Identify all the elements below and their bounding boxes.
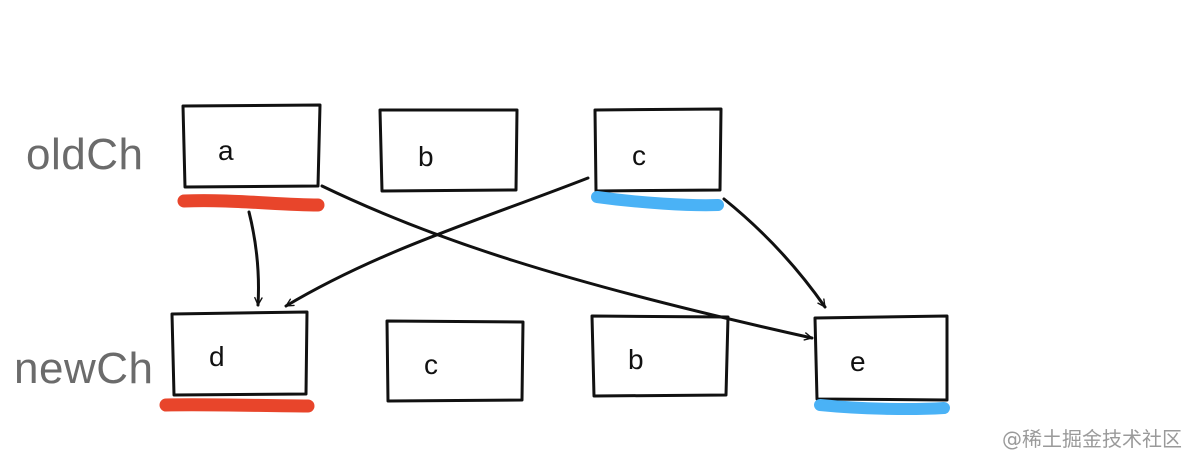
new-node-c: c — [385, 319, 525, 403]
edge-old-c-to-new-d — [284, 176, 590, 308]
blue-marker — [814, 399, 950, 415]
watermark: @稀土掘金技术社区 — [1002, 427, 1182, 451]
edge-old-a-to-new-e — [320, 184, 814, 341]
blue-marker — [591, 191, 724, 212]
oldch-row-label: oldCh — [26, 130, 144, 179]
node-label: d — [209, 341, 225, 372]
node-box — [813, 314, 949, 402]
new-node-b: b — [590, 314, 730, 398]
edge-old-a-to-new-d — [247, 210, 263, 307]
edge-old-c-to-new-e — [722, 197, 827, 309]
new-node-e: e — [813, 314, 950, 415]
old-node-a: a — [177, 103, 325, 212]
old-node-b: b — [378, 108, 519, 193]
node-box — [170, 310, 309, 397]
newch-row-label: newCh — [14, 344, 154, 393]
node-box — [378, 108, 519, 193]
red-marker — [177, 194, 325, 212]
node-label: b — [418, 141, 434, 172]
new-node-d: d — [159, 310, 315, 413]
node-label: e — [850, 346, 866, 377]
node-label: a — [218, 135, 234, 166]
node-box — [385, 319, 525, 403]
node-label: c — [632, 140, 646, 171]
red-marker — [159, 398, 315, 413]
node-box — [181, 103, 322, 189]
node-box — [590, 314, 730, 398]
old-node-c: c — [591, 107, 724, 212]
node-label: c — [424, 349, 438, 380]
node-box — [593, 107, 723, 193]
node-label: b — [628, 344, 644, 375]
